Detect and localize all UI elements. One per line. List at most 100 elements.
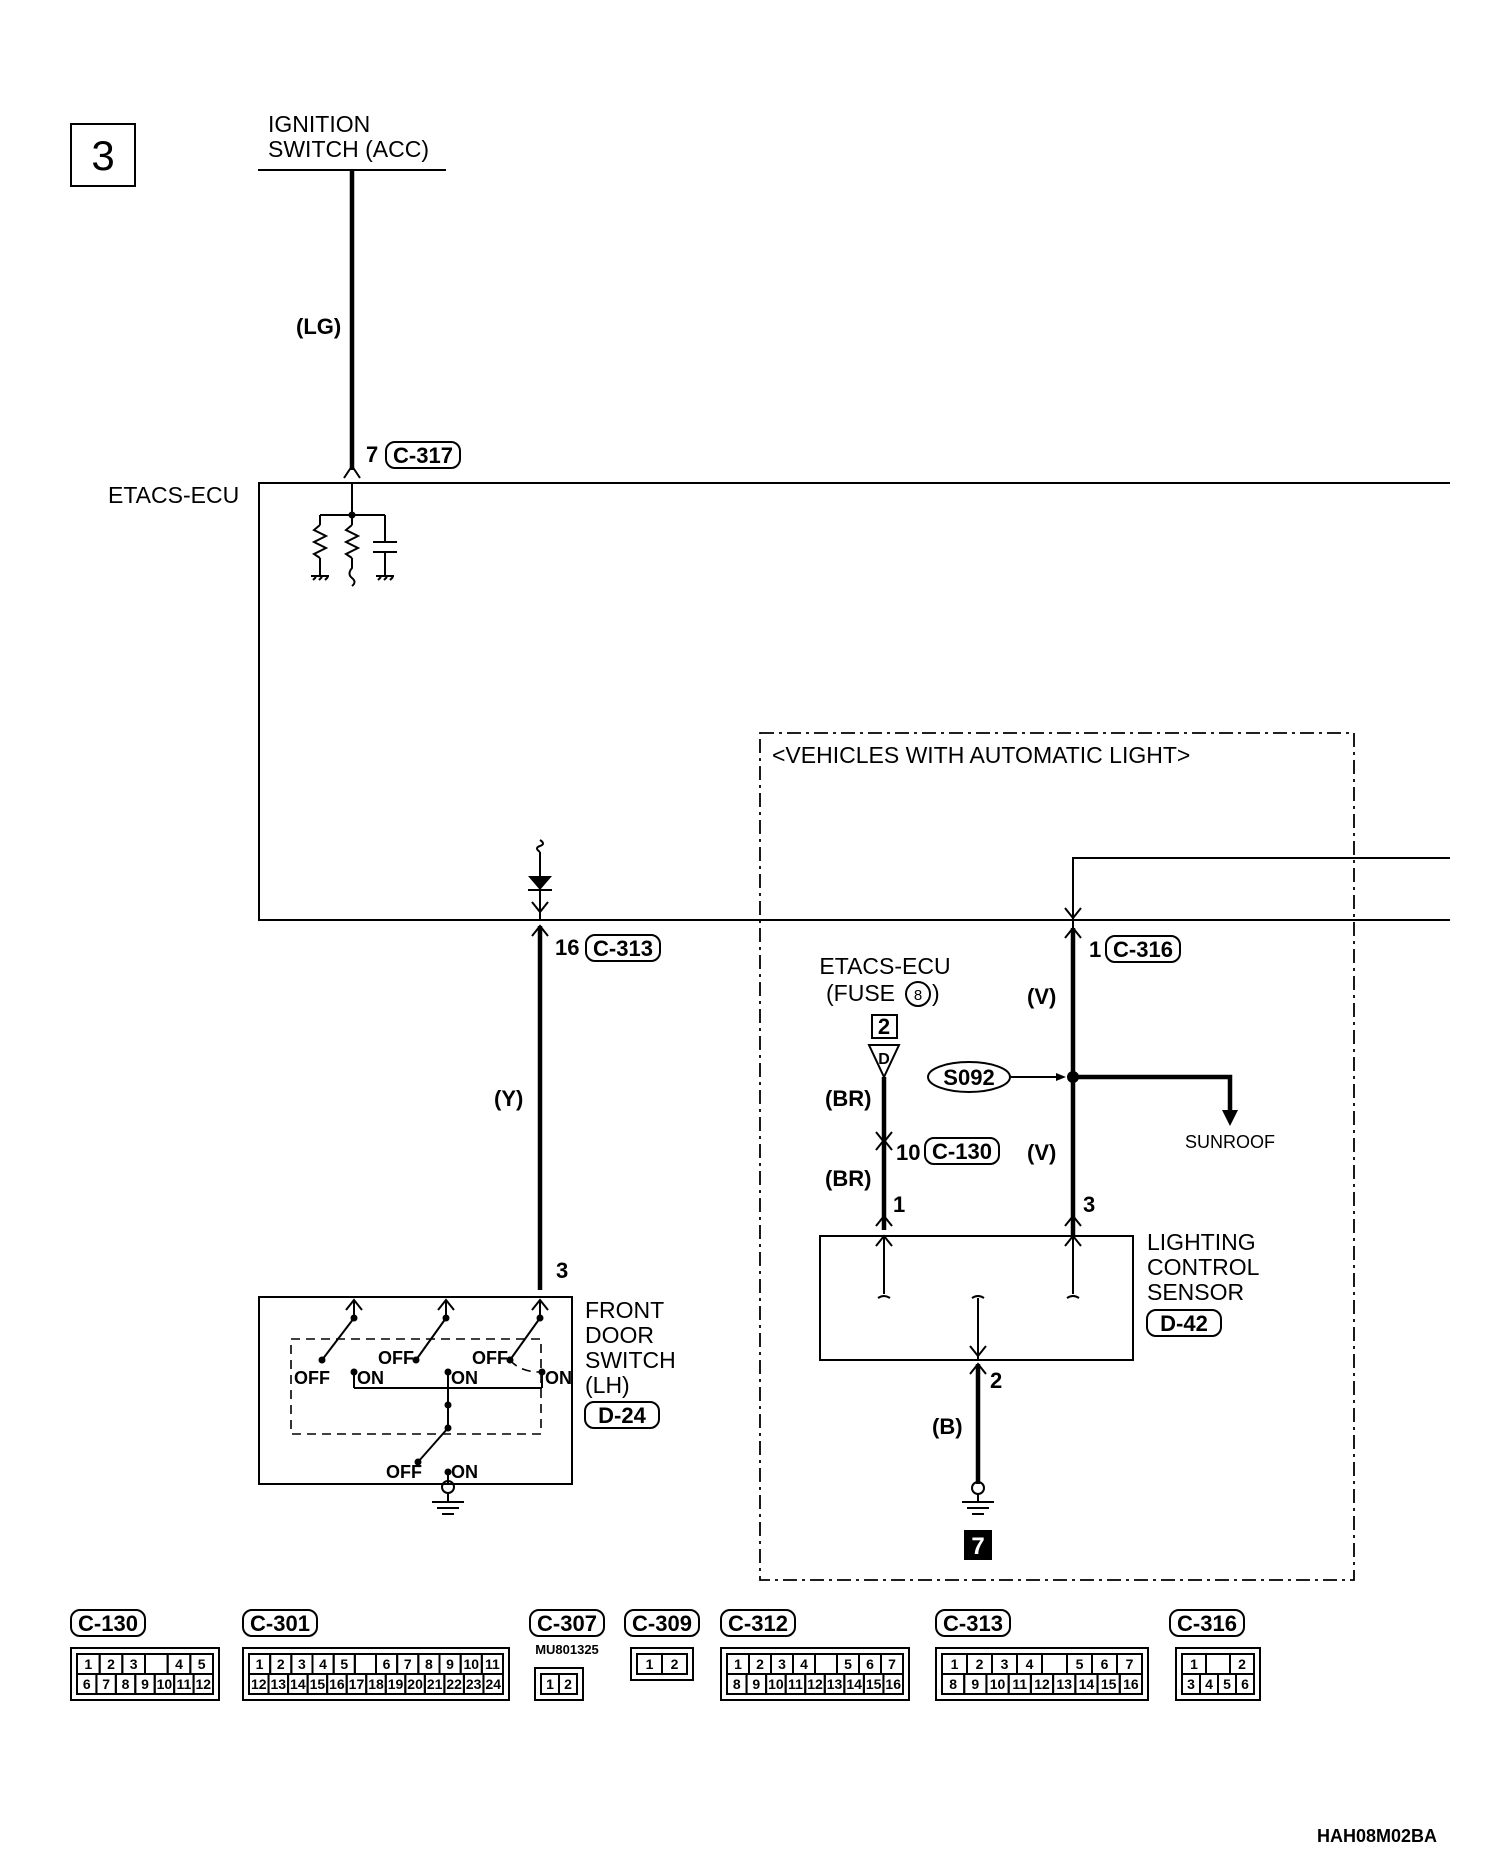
splice-label: S092 bbox=[943, 1065, 994, 1090]
internal-resistor-network bbox=[311, 483, 397, 587]
connector-pin: 9 bbox=[971, 1676, 979, 1692]
connector-pin: 8 bbox=[949, 1676, 957, 1692]
front-door-switch-label-1: FRONT bbox=[585, 1297, 664, 1323]
etacs-ecu-box bbox=[258, 482, 1450, 921]
terminal-arrow-c317 bbox=[343, 464, 361, 479]
connector-pin: 1 bbox=[546, 1676, 554, 1692]
connector-pin: 1 bbox=[734, 1656, 742, 1672]
fuse-terminal-number: 2 bbox=[878, 1014, 890, 1039]
connector-view-label: C-307 bbox=[537, 1611, 597, 1636]
connector-label-c317: C-317 bbox=[393, 443, 453, 468]
connector-pin: 14 bbox=[290, 1676, 306, 1692]
connector-pin: 14 bbox=[1079, 1676, 1095, 1692]
connector-view-label: C-313 bbox=[943, 1611, 1003, 1636]
connector-pin: 10 bbox=[463, 1656, 479, 1672]
ground-ref-number: 7 bbox=[971, 1533, 984, 1560]
ignition-switch-label-line1: IGNITION bbox=[268, 111, 370, 137]
front-door-switch-label-4: (LH) bbox=[585, 1372, 630, 1398]
connector-pin: 5 bbox=[1076, 1656, 1084, 1672]
switch-on-4: ON bbox=[451, 1462, 478, 1482]
connector-pin: 16 bbox=[329, 1676, 345, 1692]
automatic-light-region bbox=[759, 732, 1355, 1581]
connector-pin: 15 bbox=[866, 1676, 882, 1692]
lighting-control-sensor bbox=[819, 1214, 1134, 1375]
connector-pin: 3 bbox=[130, 1656, 138, 1672]
connector-pin: 21 bbox=[427, 1676, 443, 1692]
connector-pin: 5 bbox=[340, 1656, 348, 1672]
switch-off-1: OFF bbox=[294, 1368, 330, 1388]
pin-label-c316: 1 bbox=[1089, 937, 1101, 962]
connector-pin: 2 bbox=[277, 1656, 285, 1672]
connector-view-label: C-316 bbox=[1177, 1611, 1237, 1636]
internal-diode bbox=[528, 839, 552, 920]
connector-pin: 12 bbox=[195, 1676, 211, 1692]
fuse-number: 8 bbox=[914, 987, 922, 1004]
front-door-switch-label-3: SWITCH bbox=[585, 1347, 676, 1373]
pin-label-door-3: 3 bbox=[556, 1258, 568, 1283]
wire-sunroof bbox=[1073, 1074, 1233, 1112]
connector-pin: 6 bbox=[383, 1656, 391, 1672]
etacs-ecu-label: ETACS-ECU bbox=[108, 482, 239, 508]
connector-pin: 1 bbox=[951, 1656, 959, 1672]
wire-v-internal bbox=[1072, 857, 1450, 1240]
connector-pin: 18 bbox=[368, 1676, 384, 1692]
splice-tag bbox=[927, 1061, 1011, 1093]
connector-pin: 13 bbox=[271, 1676, 287, 1692]
switch-off-3: OFF bbox=[472, 1348, 508, 1368]
switch-on-2: ON bbox=[451, 1368, 478, 1388]
etacs-fuse-label-1: ETACS-ECU bbox=[819, 953, 950, 979]
connector-pin: 2 bbox=[671, 1656, 679, 1672]
wire-label-v1: (V) bbox=[1027, 984, 1056, 1009]
automatic-light-label: <VEHICLES WITH AUTOMATIC LIGHT> bbox=[772, 742, 1190, 768]
connector-view-label: C-312 bbox=[728, 1611, 788, 1636]
front-door-switch: OFF ON OFF ON OFF ON OFF ON bbox=[258, 1296, 573, 1515]
connector-pin: 5 bbox=[198, 1656, 206, 1672]
pin-label-sensor-1: 1 bbox=[893, 1192, 905, 1217]
connector-pin: 7 bbox=[404, 1656, 412, 1672]
lighting-sensor-label-1: LIGHTING bbox=[1147, 1229, 1256, 1255]
pin-label-sensor-3: 3 bbox=[1083, 1192, 1095, 1217]
connector-pin: 2 bbox=[107, 1656, 115, 1672]
connector-pin: 2 bbox=[564, 1676, 572, 1692]
etacs-fuse-label-3: ) bbox=[932, 980, 940, 1006]
connector-pin: 4 bbox=[175, 1656, 183, 1672]
wire-label-br1: (BR) bbox=[825, 1086, 871, 1111]
connector-pin: 15 bbox=[1101, 1676, 1117, 1692]
connector-pin: 3 bbox=[1187, 1676, 1195, 1692]
connector-label-d24: D-24 bbox=[598, 1403, 646, 1428]
switch-on-3: ON bbox=[545, 1368, 572, 1388]
fuse-terminal-triangle bbox=[867, 1044, 901, 1080]
connector-pin: 11 bbox=[788, 1676, 803, 1692]
connector-pin: 17 bbox=[349, 1676, 365, 1692]
connector-label-c313: C-313 bbox=[593, 936, 653, 961]
connector-pin: 2 bbox=[976, 1656, 984, 1672]
connector-pin: 10 bbox=[990, 1676, 1006, 1692]
connector-pin: 13 bbox=[827, 1676, 843, 1692]
connector-view-label: C-130 bbox=[78, 1611, 138, 1636]
connector-pin: 13 bbox=[1056, 1676, 1072, 1692]
connector-view-label: C-309 bbox=[632, 1611, 692, 1636]
connector-pin: 24 bbox=[485, 1676, 501, 1692]
connector-tag-c130 bbox=[924, 1137, 1000, 1165]
ignition-switch-label-line2: SWITCH (ACC) bbox=[268, 136, 429, 162]
switch-off-4: OFF bbox=[386, 1462, 422, 1482]
connector-pin: 19 bbox=[388, 1676, 404, 1692]
connector-pin: 4 bbox=[1026, 1656, 1034, 1672]
connector-pin: 23 bbox=[466, 1676, 482, 1692]
etacs-fuse-label-2: (FUSE bbox=[826, 980, 895, 1006]
connector-pin: 11 bbox=[176, 1676, 191, 1692]
connector-pin: 12 bbox=[807, 1676, 823, 1692]
connector-pin: 2 bbox=[1238, 1656, 1246, 1672]
connector-pin: 20 bbox=[407, 1676, 423, 1692]
fuse-terminal-box bbox=[871, 1014, 898, 1039]
pin-label-c130: 10 bbox=[896, 1140, 920, 1165]
connector-pin: 6 bbox=[83, 1676, 91, 1692]
connector-pin: 6 bbox=[866, 1656, 874, 1672]
wire-label-lg: (LG) bbox=[296, 314, 341, 339]
connector-tag-d42 bbox=[1146, 1309, 1222, 1337]
connector-pin: 4 bbox=[319, 1656, 327, 1672]
